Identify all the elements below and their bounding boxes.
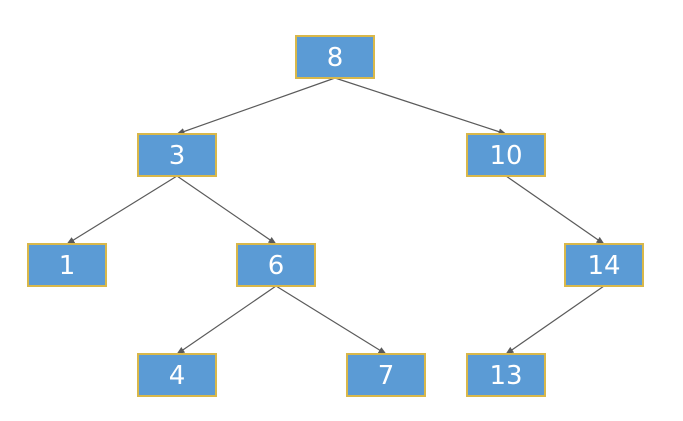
nodes-group: 8 3 10 1 6 14 4 7 13 (27, 35, 644, 397)
tree-node-1: 1 (27, 243, 107, 287)
node-box (346, 353, 426, 397)
tree-node-8: 8 (295, 35, 375, 79)
node-label: 6 (268, 251, 285, 281)
edge-n3-to-n1 (66, 175, 178, 245)
node-box (466, 353, 546, 397)
node-box (236, 243, 316, 287)
node-label: 3 (169, 141, 186, 171)
node-label: 14 (587, 251, 620, 281)
tree-node-6: 6 (236, 243, 316, 287)
tree-node-7: 7 (346, 353, 426, 397)
node-label: 4 (169, 361, 186, 391)
edge-n6-to-n7 (275, 285, 387, 355)
tree-node-13: 13 (466, 353, 546, 397)
node-label: 10 (489, 141, 522, 171)
node-box (466, 133, 546, 177)
node-box (564, 243, 644, 287)
edge-n8-to-n10 (334, 77, 507, 135)
node-label: 1 (59, 251, 76, 281)
tree-node-3: 3 (137, 133, 217, 177)
edge-n10-to-n14 (505, 175, 605, 245)
node-box (137, 133, 217, 177)
node-label: 7 (378, 361, 395, 391)
node-box (27, 243, 107, 287)
tree-node-4: 4 (137, 353, 217, 397)
edge-n14-to-n13 (505, 285, 605, 355)
edge-n3-to-n6 (176, 175, 277, 245)
node-label: 8 (327, 43, 344, 73)
tree-node-10: 10 (466, 133, 546, 177)
edge-n8-to-n3 (176, 77, 336, 135)
node-box (137, 353, 217, 397)
node-label: 13 (489, 361, 522, 391)
node-box (295, 35, 375, 79)
edges-group (66, 77, 605, 355)
tree-node-14: 14 (564, 243, 644, 287)
edge-n6-to-n4 (176, 285, 277, 355)
